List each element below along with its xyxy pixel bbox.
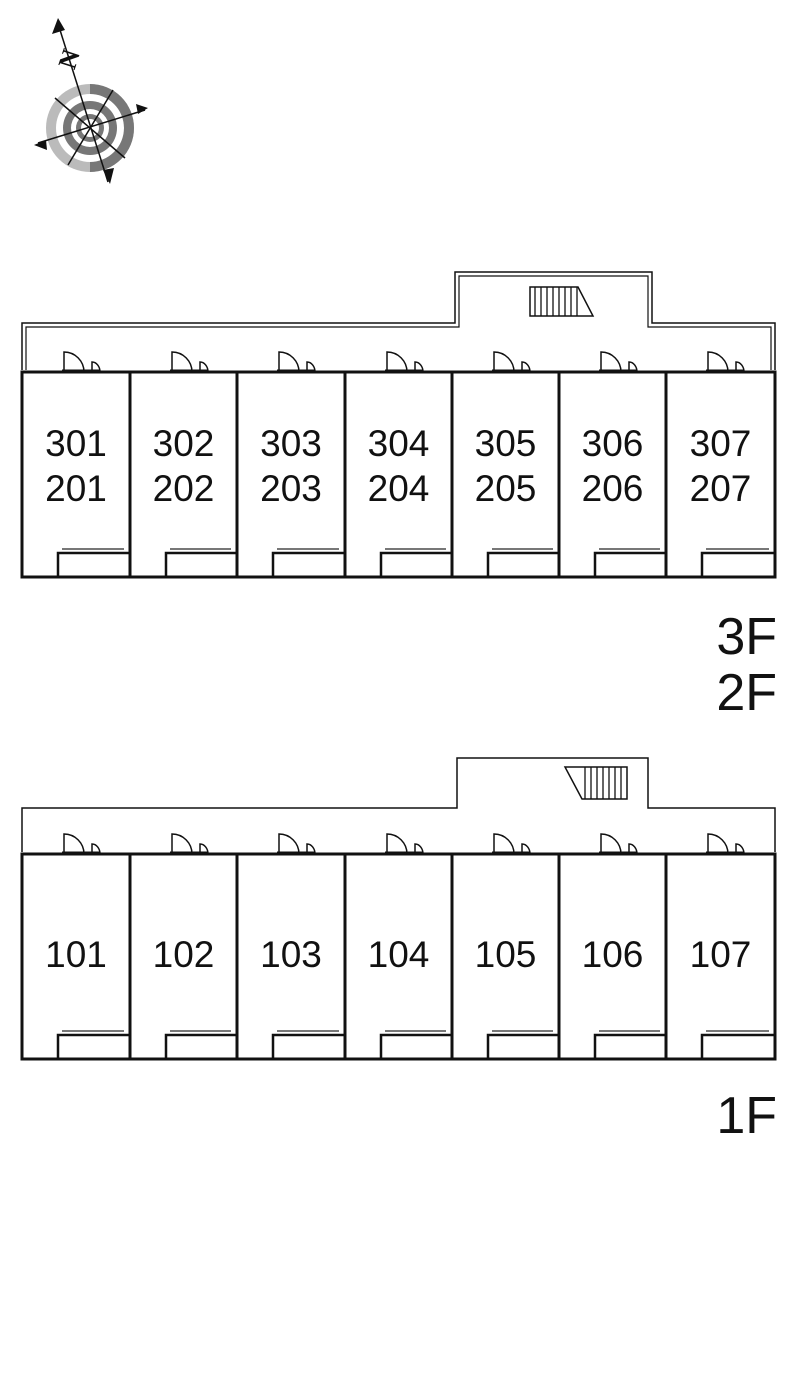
balcony	[700, 551, 774, 577]
door-icon	[62, 833, 101, 855]
unit-number-upper: 305	[475, 423, 537, 464]
unit-number-lower: 205	[475, 468, 537, 509]
balcony	[700, 1033, 774, 1059]
unit-cell: 107	[690, 833, 774, 1059]
balcony	[593, 551, 665, 577]
door-icon	[385, 833, 424, 855]
unit-number: 104	[368, 934, 430, 975]
unit-number: 107	[690, 934, 752, 975]
unit-row-outline	[20, 370, 777, 579]
north-label: N	[53, 45, 86, 72]
unit-number: 101	[45, 934, 107, 975]
floor-label-3f: 3F	[716, 608, 777, 666]
balcony	[593, 1033, 665, 1059]
staircase-icon	[563, 766, 628, 800]
door-icon	[492, 351, 531, 373]
balcony	[486, 1033, 558, 1059]
balcony	[379, 1033, 451, 1059]
upper-floor-plan: 3012013022023032033042043052053062063072…	[20, 271, 777, 722]
door-icon	[170, 833, 209, 855]
unit-cell: 101	[45, 833, 129, 1059]
compass-icon: N	[34, 18, 148, 184]
door-icon	[706, 833, 745, 855]
unit-cell: 104	[368, 833, 451, 1059]
unit-cell: 102	[153, 833, 236, 1059]
floor-label-2f: 2F	[716, 664, 777, 722]
unit-number-lower: 201	[45, 468, 107, 509]
ground-floor-plan: 101 102 103 104 105 106 107 1F	[20, 757, 777, 1145]
unit-number: 105	[475, 934, 537, 975]
unit-number-lower: 207	[690, 468, 752, 509]
balcony	[56, 1033, 129, 1059]
balcony	[164, 1033, 236, 1059]
unit-cell: 103	[260, 833, 344, 1059]
balcony	[164, 551, 236, 577]
unit-number-lower: 202	[153, 468, 215, 509]
unit-number: 103	[260, 934, 322, 975]
unit-number: 106	[582, 934, 644, 975]
unit-number-lower: 206	[582, 468, 644, 509]
unit-number-upper: 306	[582, 423, 644, 464]
balcony	[379, 551, 451, 577]
unit-number-upper: 301	[45, 423, 107, 464]
staircase-icon	[529, 286, 595, 317]
door-icon	[492, 833, 531, 855]
unit-cell: 106	[582, 833, 665, 1059]
unit-number-upper: 304	[368, 423, 430, 464]
door-icon	[599, 351, 638, 373]
balcony	[271, 1033, 344, 1059]
unit-cell: 105	[475, 833, 558, 1059]
unit-number-upper: 307	[690, 423, 752, 464]
unit-number: 102	[153, 934, 215, 975]
unit-number-lower: 203	[260, 468, 322, 509]
door-icon	[706, 351, 745, 373]
balcony	[271, 551, 344, 577]
unit-number-upper: 303	[260, 423, 322, 464]
balcony	[486, 551, 558, 577]
unit-number-lower: 204	[368, 468, 430, 509]
upper-unit-row: 3012013022023032033042043052053062063072…	[20, 351, 777, 579]
door-icon	[599, 833, 638, 855]
floor-label-1f: 1F	[716, 1087, 777, 1145]
balcony	[56, 551, 129, 577]
unit-row-outline	[20, 852, 777, 1061]
door-icon	[277, 351, 316, 373]
door-icon	[170, 351, 209, 373]
door-icon	[277, 833, 316, 855]
door-icon	[385, 351, 424, 373]
door-icon	[62, 351, 101, 373]
ground-unit-row: 101 102 103 104 105 106 107	[20, 833, 777, 1061]
unit-number-upper: 302	[153, 423, 215, 464]
